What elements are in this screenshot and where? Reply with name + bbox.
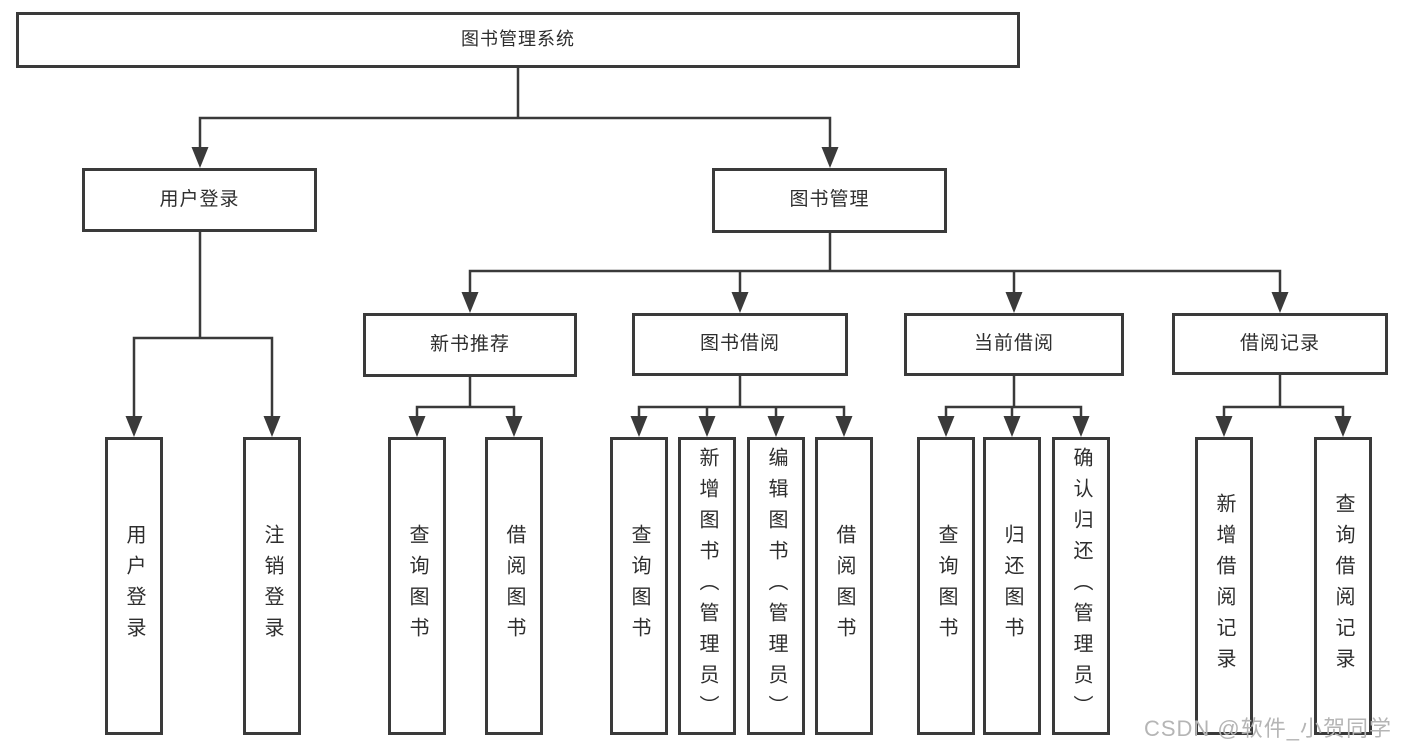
edge-book-management-to-level3 (461, 233, 1289, 313)
node-book-management: 图书管理 (712, 168, 947, 233)
node-current-borrowing: 当前借阅 (904, 313, 1124, 376)
node-leaf-borrow-books-b: 借阅图书 (815, 437, 873, 735)
node-leaf-confirm-return-admin: 确认归还（管理员） (1052, 437, 1110, 735)
node-leaf-borrow-books-a: 借阅图书 (485, 437, 543, 735)
edge-root-to-level2 (191, 68, 839, 168)
node-leaf-logout: 注销登录 (243, 437, 301, 735)
node-leaf-query-borrow-record: 查询借阅记录 (1314, 437, 1372, 735)
node-leaf-add-books-admin: 新增图书（管理员） (678, 437, 736, 735)
node-leaf-return-books: 归还图书 (983, 437, 1041, 735)
node-root: 图书管理系统 (16, 12, 1020, 68)
node-borrowing-records: 借阅记录 (1172, 313, 1388, 375)
node-book-borrowing: 图书借阅 (632, 313, 848, 376)
edge-borrowing-records-to-leaves (1215, 375, 1352, 437)
node-new-book-recommend: 新书推荐 (363, 313, 577, 377)
node-leaf-add-borrow-record: 新增借阅记录 (1195, 437, 1253, 735)
node-leaf-query-books-b: 查询图书 (610, 437, 668, 735)
csdn-watermark: CSDN @软件_小贺同学 (1143, 716, 1392, 741)
edge-new-book-recommend-to-leaves (408, 377, 523, 437)
node-leaf-query-books-c: 查询图书 (917, 437, 975, 735)
node-leaf-user-login: 用户登录 (105, 437, 163, 735)
edge-book-borrowing-to-leaves (630, 376, 853, 437)
node-user-login: 用户登录 (82, 168, 317, 232)
node-leaf-query-books-a: 查询图书 (388, 437, 446, 735)
edge-current-borrowing-to-leaves (937, 376, 1090, 437)
edge-user-login-to-leaves (125, 232, 281, 437)
node-leaf-edit-books-admin: 编辑图书（管理员） (747, 437, 805, 735)
